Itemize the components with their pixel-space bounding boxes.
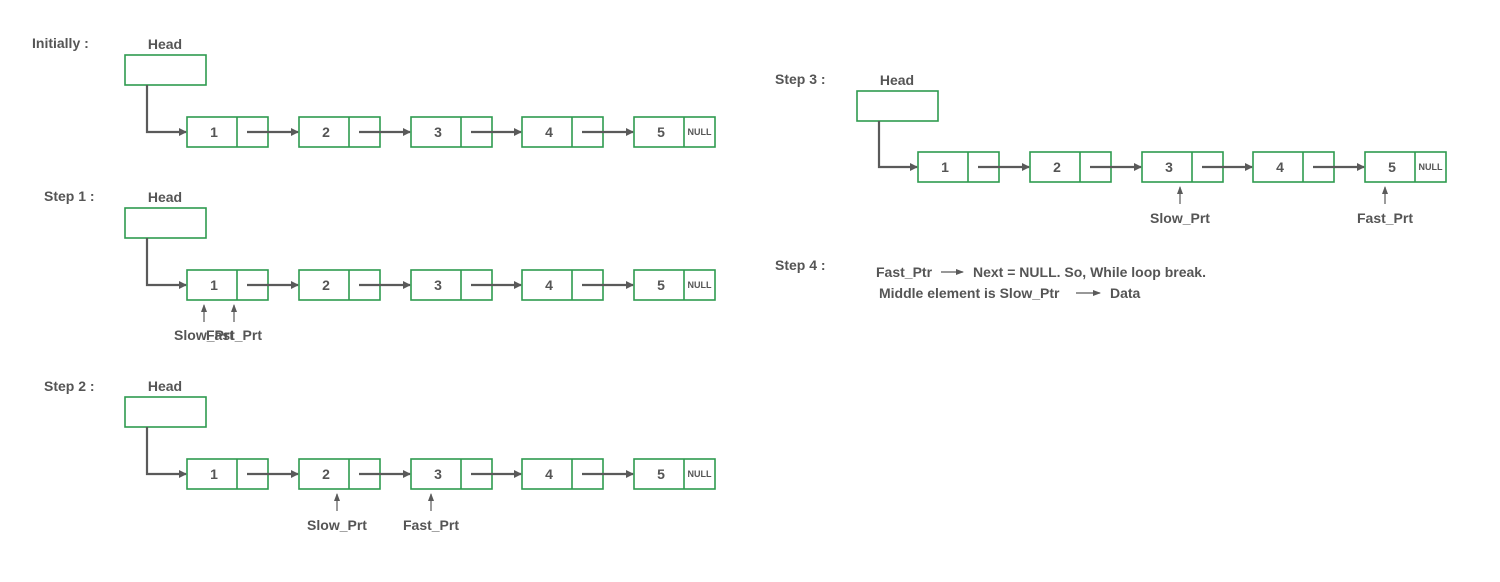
node-value: 1 <box>210 277 218 293</box>
null-label: NULL <box>688 127 712 137</box>
head-pointer-box <box>124 396 207 428</box>
node-value: 1 <box>210 124 218 140</box>
list-node: 1 <box>186 269 299 301</box>
list-node: 5 NULL <box>633 116 716 148</box>
head-link-arrow <box>145 238 187 289</box>
fast-pointer-label: Fast_Prt <box>1357 210 1413 226</box>
list-node: 3 <box>1141 151 1253 183</box>
list-node: 1 <box>186 458 299 490</box>
list-node: 2 <box>298 458 411 490</box>
node-value: 3 <box>434 277 442 293</box>
node-value: 5 <box>657 277 665 293</box>
step-title: Step 2 : <box>44 378 95 394</box>
node-value: 3 <box>434 124 442 140</box>
list-node: 4 <box>521 458 634 490</box>
head-label: Head <box>148 189 182 205</box>
node-value: 2 <box>1053 159 1061 175</box>
list-node: 2 <box>1029 151 1142 183</box>
step-0: Initially : Head 1 2 3 4 5 NULL <box>32 35 716 148</box>
head-pointer-box <box>124 207 207 239</box>
null-label: NULL <box>688 469 712 479</box>
step-title: Step 1 : <box>44 188 95 204</box>
node-value: 4 <box>545 124 553 140</box>
node-value: 2 <box>322 124 330 140</box>
node-value: 2 <box>322 466 330 482</box>
list-node: 4 <box>521 269 634 301</box>
list-node: 5 NULL <box>633 458 716 490</box>
list-node: 2 <box>298 116 411 148</box>
fast-pointer-label: Fast_Prt <box>403 517 459 533</box>
list-node: 3 <box>410 116 522 148</box>
head-label: Head <box>880 72 914 88</box>
list-node: 3 <box>410 458 522 490</box>
slow-pointer-label: Slow_Prt <box>174 327 234 343</box>
node-value: 5 <box>657 124 665 140</box>
null-label: NULL <box>688 280 712 290</box>
node-box <box>1364 151 1447 183</box>
head-pointer-box <box>124 54 207 86</box>
head-link-arrow <box>145 85 187 136</box>
list-node: 5 NULL <box>633 269 716 301</box>
null-label: NULL <box>1419 162 1443 172</box>
node-box <box>633 116 716 148</box>
step-4: Step 4 : Fast_Ptr Next = NULL. So, While… <box>775 257 1206 301</box>
head-label: Head <box>148 36 182 52</box>
head-link-arrow <box>877 121 918 171</box>
node-value: 5 <box>657 466 665 482</box>
node-value: 1 <box>210 466 218 482</box>
list-node: 1 <box>186 116 299 148</box>
list-node: 4 <box>521 116 634 148</box>
head-label: Head <box>148 378 182 394</box>
node-box <box>633 269 716 301</box>
head-pointer-box <box>856 90 939 122</box>
node-value: 5 <box>1388 159 1396 175</box>
node-value: 4 <box>545 277 553 293</box>
node-value: 4 <box>545 466 553 482</box>
step-4-title: Step 4 : <box>775 257 826 273</box>
node-box <box>521 458 604 490</box>
step-4-line2-right: Data <box>1110 285 1141 301</box>
list-node: 2 <box>298 269 411 301</box>
step-4-line2-left: Middle element is Slow_Ptr <box>879 285 1060 301</box>
step-3: Step 3 : Head 1 2 3 4 5 NULL Slow_Prt Fast_Prt <box>775 71 1447 226</box>
fast-pointer-label: Fast_Prt <box>206 327 262 343</box>
node-value: 3 <box>434 466 442 482</box>
step-title: Step 3 : <box>775 71 826 87</box>
slow-pointer-label: Slow_Prt <box>307 517 367 533</box>
step-4-line1-right: Next = NULL. So, While loop break. <box>973 264 1206 280</box>
list-node: 5 NULL <box>1364 151 1447 183</box>
node-value: 2 <box>322 277 330 293</box>
step-title: Initially : <box>32 35 89 51</box>
node-box <box>298 269 381 301</box>
node-value: 1 <box>941 159 949 175</box>
list-node: 4 <box>1252 151 1365 183</box>
head-link-arrow <box>145 427 187 478</box>
node-value: 3 <box>1165 159 1173 175</box>
list-node: 3 <box>410 269 522 301</box>
node-box <box>633 458 716 490</box>
node-value: 4 <box>1276 159 1284 175</box>
list-node: 1 <box>917 151 1030 183</box>
step-2: Step 2 : Head 1 2 3 4 5 NULL Slow_Prt Fast_Prt <box>44 378 716 533</box>
step-4-line1-left: Fast_Ptr <box>876 264 933 280</box>
slow-pointer-label: Slow_Prt <box>1150 210 1210 226</box>
